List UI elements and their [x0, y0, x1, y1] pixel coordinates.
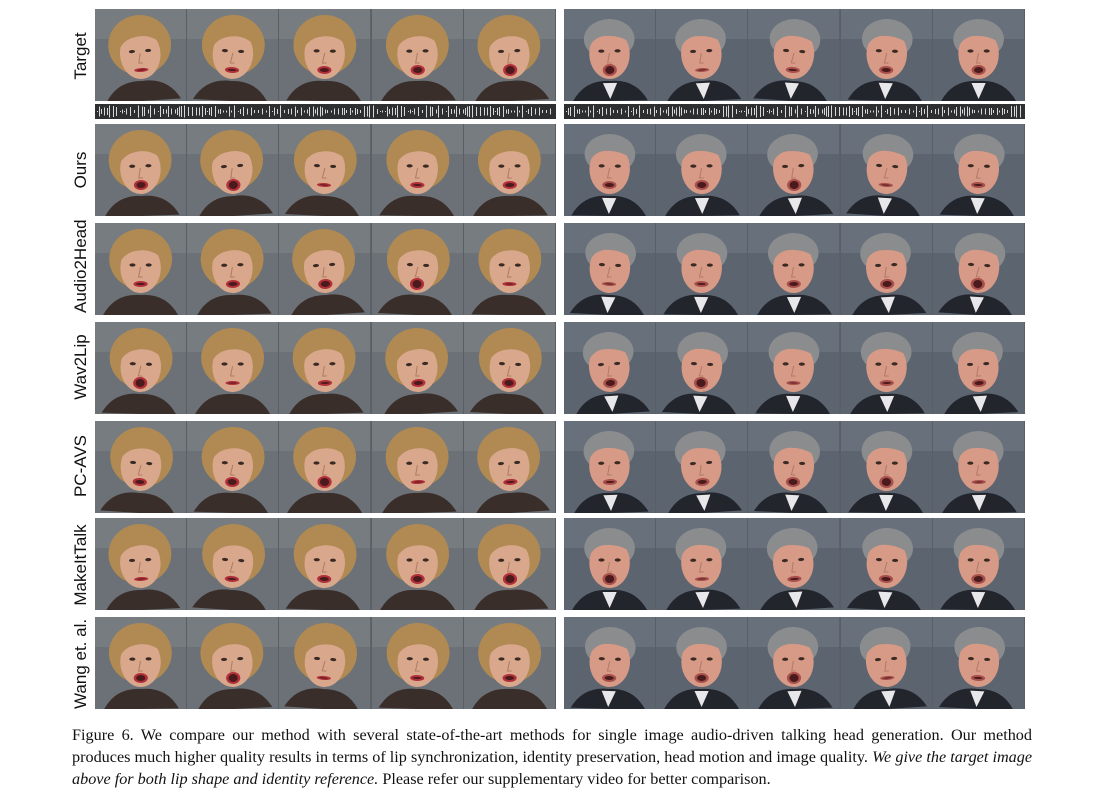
face-frame	[656, 617, 748, 709]
row-label-makeittalk: MakeItTalk	[71, 524, 90, 606]
image-strip-ours-subject-2	[564, 124, 1025, 216]
face-frame	[932, 421, 1024, 513]
face-frame	[564, 518, 656, 610]
face-frame	[748, 223, 840, 315]
face-frame	[656, 124, 748, 216]
face-frame	[564, 124, 656, 216]
face-frame	[187, 223, 279, 315]
face-frame	[279, 223, 371, 315]
image-strip-pc-avs-subject-1	[95, 421, 556, 513]
face-frame	[187, 9, 279, 101]
face-frame	[371, 518, 463, 610]
face-frame	[371, 322, 463, 414]
image-strip-pc-avs-subject-2	[564, 421, 1025, 513]
row-label-ours: Ours	[71, 151, 90, 189]
face-frame	[463, 518, 555, 610]
face-frame	[932, 322, 1024, 414]
image-strip-wav2lip-subject-1	[95, 322, 556, 414]
face-frame	[564, 617, 656, 709]
face-frame	[371, 223, 463, 315]
face-frame	[840, 9, 932, 101]
face-frame	[463, 9, 555, 101]
face-frame	[95, 322, 187, 414]
face-frame	[564, 322, 656, 414]
caption-text: Figure 6. We compare our method with sev…	[72, 726, 1032, 766]
caption-tail: Please refer our supplementary video for…	[382, 770, 771, 788]
face-frame	[840, 322, 932, 414]
face-frame	[748, 322, 840, 414]
face-frame	[463, 617, 555, 709]
face-frame	[463, 223, 555, 315]
image-strip-target-subject-1	[95, 9, 556, 101]
face-frame	[656, 9, 748, 101]
face-frame	[371, 617, 463, 709]
face-frame	[95, 518, 187, 610]
face-frame	[95, 223, 187, 315]
face-frame	[840, 518, 932, 610]
face-frame	[656, 421, 748, 513]
face-frame	[95, 421, 187, 513]
figure-caption: Figure 6. We compare our method with sev…	[72, 724, 1032, 790]
face-frame	[840, 223, 932, 315]
face-frame	[463, 421, 555, 513]
face-frame	[95, 124, 187, 216]
image-strip-wav2lip-subject-2	[564, 322, 1025, 414]
face-frame	[279, 322, 371, 414]
face-frame	[564, 421, 656, 513]
image-strip-wang-et-al-subject-2	[564, 617, 1025, 709]
caption-emphasis: We give the target image above for both …	[72, 748, 1033, 788]
face-frame	[932, 617, 1024, 709]
face-frame	[748, 617, 840, 709]
face-frame	[932, 518, 1024, 610]
face-frame	[187, 617, 279, 709]
image-strip-ours-subject-1	[95, 124, 556, 216]
audio-waveform-2	[564, 104, 1025, 119]
face-frame	[463, 322, 555, 414]
face-frame	[564, 9, 656, 101]
face-frame	[371, 421, 463, 513]
face-frame	[187, 421, 279, 513]
face-frame	[932, 223, 1024, 315]
image-strip-audio2head-subject-2	[564, 223, 1025, 315]
face-frame	[932, 9, 1024, 101]
face-frame	[187, 124, 279, 216]
face-frame	[748, 518, 840, 610]
row-label-wav2lip: Wav2Lip	[71, 334, 90, 400]
face-frame	[840, 617, 932, 709]
image-strip-wang-et-al-subject-1	[95, 617, 556, 709]
face-frame	[371, 9, 463, 101]
image-strip-audio2head-subject-1	[95, 223, 556, 315]
audio-waveform-1	[95, 104, 556, 119]
face-frame	[187, 518, 279, 610]
face-frame	[748, 9, 840, 101]
row-label-target: Target	[71, 32, 90, 80]
face-frame	[656, 518, 748, 610]
image-strip-target-subject-2	[564, 9, 1025, 101]
face-frame	[748, 421, 840, 513]
face-frame	[95, 617, 187, 709]
face-frame	[840, 421, 932, 513]
face-frame	[187, 322, 279, 414]
row-label-wang-et-al: Wang et. al.	[71, 618, 90, 709]
face-frame	[95, 9, 187, 101]
face-frame	[840, 124, 932, 216]
face-frame	[656, 322, 748, 414]
face-frame	[932, 124, 1024, 216]
row-label-pc-avs: PC-AVS	[71, 434, 90, 498]
face-frame	[279, 518, 371, 610]
face-frame	[279, 617, 371, 709]
face-frame	[279, 124, 371, 216]
row-label-audio2head: Audio2Head	[71, 219, 90, 313]
face-frame	[748, 124, 840, 216]
face-frame	[656, 223, 748, 315]
face-frame	[279, 9, 371, 101]
face-frame	[564, 223, 656, 315]
image-strip-makeittalk-subject-2	[564, 518, 1025, 610]
face-frame	[463, 124, 555, 216]
face-frame	[279, 421, 371, 513]
face-frame	[371, 124, 463, 216]
image-strip-makeittalk-subject-1	[95, 518, 556, 610]
